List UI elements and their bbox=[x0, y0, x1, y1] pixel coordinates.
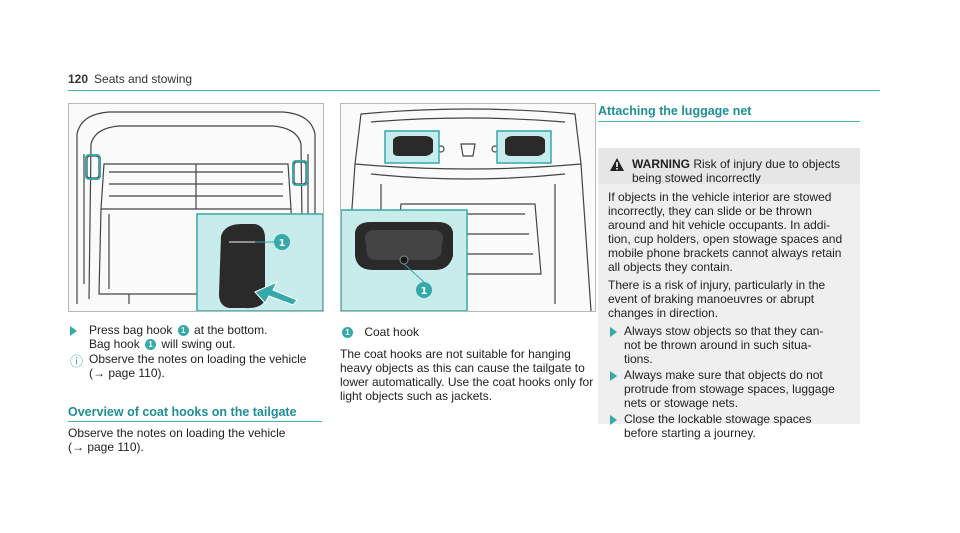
warning-box: WARNING Risk of injury due to objects be… bbox=[598, 148, 860, 440]
paragraph-line: Observe the notes on loading the vehicle bbox=[68, 426, 286, 440]
header-divider bbox=[68, 90, 880, 91]
step-text: at the bottom. bbox=[190, 323, 268, 337]
step-text: Press bag hook bbox=[89, 323, 176, 337]
step-text: will swing out. bbox=[158, 337, 236, 351]
loading-note: Observe the notes on loading the vehicle… bbox=[89, 352, 319, 380]
warning-paragraph: There is a risk of injury, particularly … bbox=[608, 278, 853, 320]
paragraph-line: event of braking manoeuvres or abrupt bbox=[608, 292, 815, 306]
paragraph-line: There is a risk of injury, particularly … bbox=[608, 278, 826, 292]
trunk-illustration: 1 bbox=[69, 104, 323, 311]
section-name: Seats and stowing bbox=[94, 72, 193, 86]
step-line: before starting a journey. bbox=[624, 426, 756, 440]
paragraph-line: changes in direction. bbox=[608, 306, 719, 320]
paragraph-line: If objects in the vehicle interior are s… bbox=[608, 190, 832, 204]
warning-body: If objects in the vehicle interior are s… bbox=[598, 184, 860, 440]
step-line: Always stow objects so that they can- bbox=[624, 324, 824, 338]
page-header: 120 Seats and stowing bbox=[68, 72, 192, 86]
paragraph-line: incorrectly, they can slide or be thrown bbox=[608, 204, 812, 218]
step-arrow-icon bbox=[610, 371, 617, 381]
page-number: 120 bbox=[68, 72, 89, 86]
paragraph-line: The coat hooks are not suitable for hang… bbox=[340, 347, 571, 361]
step-arrow-icon bbox=[70, 326, 77, 336]
paragraph-line: all objects they contain. bbox=[608, 260, 733, 274]
section-divider bbox=[68, 421, 322, 422]
callout-badge: 1 bbox=[145, 339, 157, 350]
svg-text:1: 1 bbox=[279, 238, 286, 249]
paragraph-line: around and hit vehicle occupants. In add… bbox=[608, 218, 831, 232]
press-arrow-icon bbox=[254, 280, 298, 306]
page-reference-link[interactable]: (→ page 110). bbox=[68, 440, 144, 454]
warning-header: WARNING Risk of injury due to objects be… bbox=[598, 148, 860, 185]
press-bag-hook-step: Press bag hook 1 at the bottom. Bag hook… bbox=[89, 323, 319, 351]
step-arrow-icon bbox=[610, 327, 617, 337]
warning-text: Risk of injury due to objects bbox=[690, 157, 841, 171]
note-text: Observe the notes on loading the vehicle bbox=[89, 352, 307, 366]
warning-step: Always stow objects so that they can- no… bbox=[624, 324, 849, 366]
svg-text:1: 1 bbox=[421, 286, 428, 297]
step-line: protrude from stowage spaces, luggage bbox=[624, 382, 835, 396]
warning-title: WARNING Risk of injury due to objects be… bbox=[632, 157, 852, 185]
step-arrow-icon bbox=[610, 415, 617, 425]
step-line: tions. bbox=[624, 352, 653, 366]
legend-label: Coat hook bbox=[364, 325, 420, 339]
coat-hooks-section-title: Overview of coat hooks on the tailgate bbox=[68, 405, 297, 419]
warning-paragraph: If objects in the vehicle interior are s… bbox=[608, 190, 853, 274]
step-line: nets or stowage nets. bbox=[624, 396, 739, 410]
warning-step: Always make sure that objects do not pro… bbox=[624, 368, 849, 410]
coat-hook-figure: 1 bbox=[340, 103, 596, 312]
bag-hook-figure: 1 bbox=[68, 103, 324, 312]
step-text: Bag hook bbox=[89, 337, 144, 351]
tailgate-illustration: 1 bbox=[341, 104, 595, 311]
callout-1-icon bbox=[416, 282, 432, 298]
paragraph-line: heavy objects as this can cause the tail… bbox=[340, 361, 585, 375]
paragraph-line: mobile phone brackets cannot always reta… bbox=[608, 246, 842, 260]
paragraph-line: light objects such as jackets. bbox=[340, 389, 493, 403]
warning-text: being stowed incorrectly bbox=[632, 171, 761, 185]
step-line: Close the lockable stowage spaces bbox=[624, 412, 812, 426]
paragraph-line: tion, cup holders, open stowage spaces a… bbox=[608, 232, 843, 246]
paragraph-line: lower automatically. Use the coat hooks … bbox=[340, 375, 594, 389]
page-reference-link[interactable]: (→ page 110). bbox=[89, 366, 165, 380]
coat-hook-paragraph: The coat hooks are not suitable for hang… bbox=[340, 347, 594, 403]
step-line: Always make sure that objects do not bbox=[624, 368, 823, 382]
coat-hooks-paragraph: Observe the notes on loading the vehicle… bbox=[68, 426, 322, 454]
warning-step: Close the lockable stowage spaces before… bbox=[624, 412, 849, 440]
callout-1-icon bbox=[274, 234, 290, 250]
luggage-net-section-title: Attaching the luggage net bbox=[598, 104, 752, 118]
info-note-icon: ⓘ bbox=[70, 354, 84, 369]
callout-badge: 1 bbox=[342, 327, 353, 338]
step-line: not be thrown around in such situa- bbox=[624, 338, 812, 352]
warning-label: WARNING bbox=[632, 157, 690, 171]
warning-triangle-icon bbox=[610, 158, 624, 171]
callout-badge: 1 bbox=[177, 325, 189, 336]
coat-hook-legend: 1 Coat hook bbox=[340, 325, 594, 339]
section-divider bbox=[598, 121, 860, 122]
